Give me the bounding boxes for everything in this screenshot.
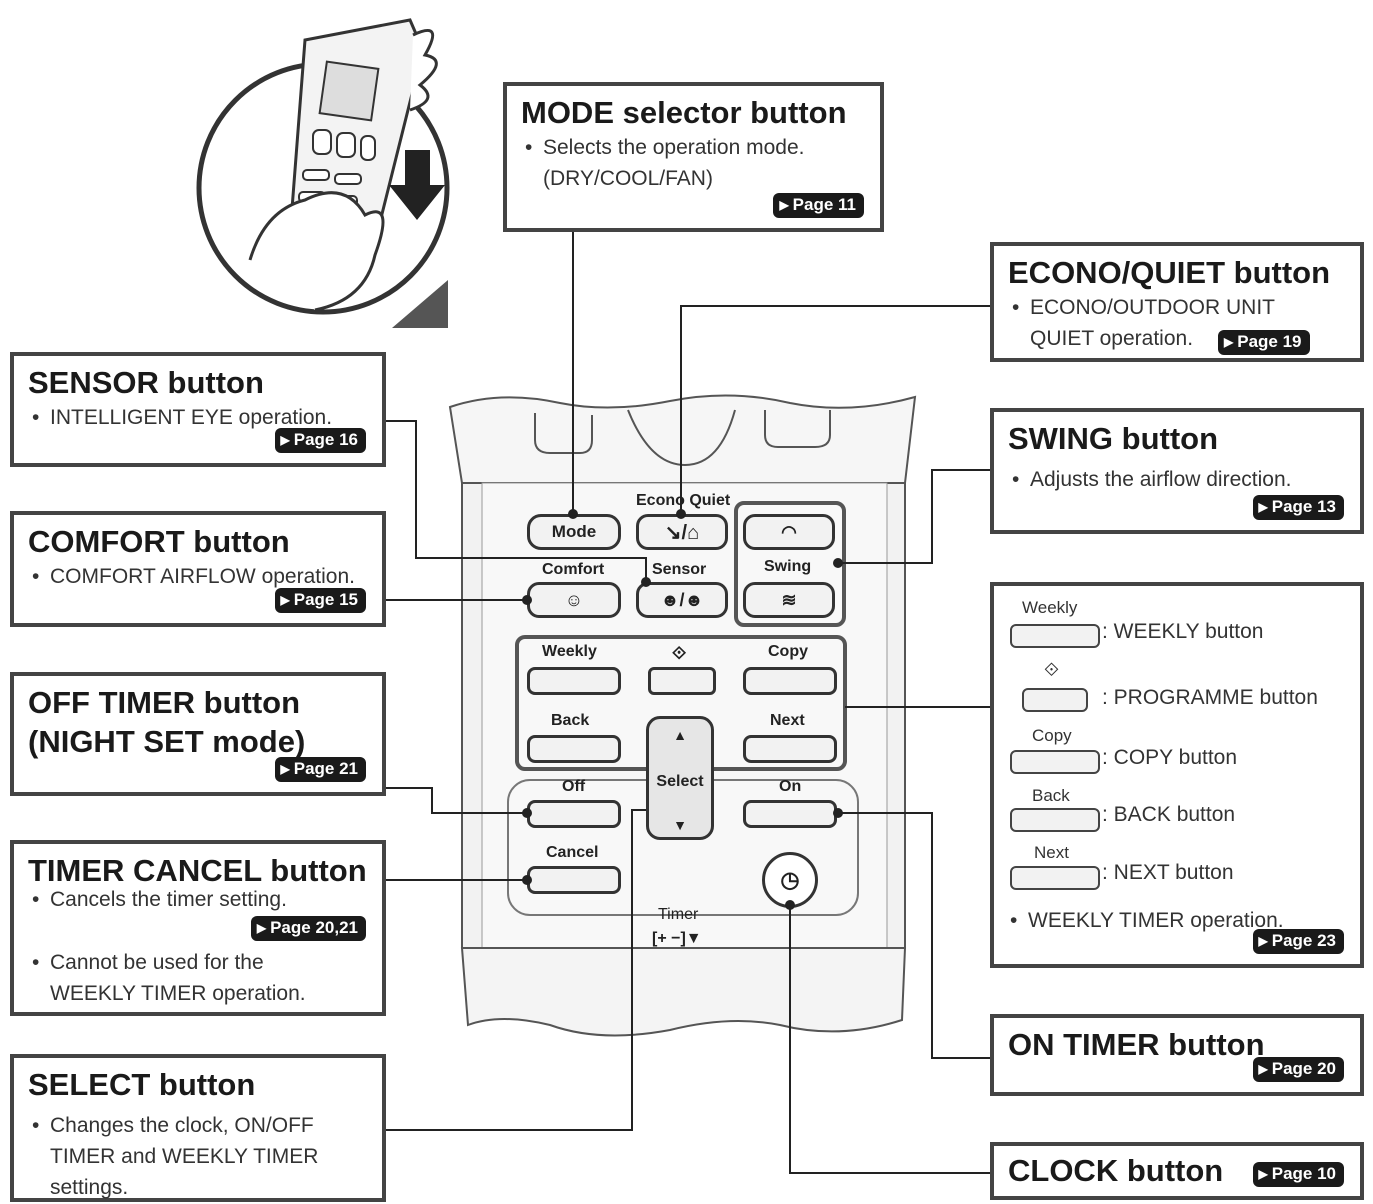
off-timer-title: OFF TIMER button	[28, 685, 301, 720]
remote-econo-quiet-button[interactable]: ↘/⌂	[636, 514, 728, 550]
econo-page-link[interactable]: Page 19	[1218, 330, 1310, 355]
weekly-desc: WEEKLY TIMER operation.	[1006, 906, 1284, 935]
sensor-page-link[interactable]: Page 16	[274, 428, 366, 453]
remote-copy-label: Copy	[768, 643, 808, 660]
remote-off-label: Off	[562, 778, 586, 795]
battery-icon: [+ −]▼	[652, 930, 702, 947]
sensor-callout: SENSOR button INTELLIGENT EYE operation.…	[10, 352, 386, 467]
cancel-page-link[interactable]: Page 20,21	[250, 916, 366, 941]
select-title: SELECT button	[28, 1067, 256, 1102]
select-desc-2: TIMER and WEEKLY TIMER	[50, 1145, 319, 1169]
econo-title: ECONO/QUIET button	[1008, 255, 1331, 290]
on-timer-callout: ON TIMER button Page 20	[990, 1014, 1364, 1096]
econo-desc: ECONO/OUTDOOR UNIT	[1008, 293, 1346, 322]
cancel-desc-2: Cannot be used for the	[28, 948, 368, 977]
select-up-icon: ▲	[673, 727, 687, 743]
remote-on-button[interactable]	[743, 800, 837, 828]
programme-item-label: ⟐	[1044, 660, 1059, 681]
remote-swing-label: Swing	[764, 558, 812, 575]
mode-selector-callout: MODE selector button Selects the operati…	[503, 82, 884, 232]
scroll-arrow-icon	[392, 280, 448, 328]
swing-title: SWING button	[1008, 421, 1219, 456]
remote-programme-label: ⟐	[672, 643, 687, 663]
timer-cancel-callout: TIMER CANCEL button Cancels the timer se…	[10, 840, 386, 1016]
remote-weekly-button[interactable]	[527, 667, 621, 695]
select-callout: SELECT button Changes the clock, ON/OFF …	[10, 1054, 386, 1202]
hand-remote-illustration	[196, 18, 450, 315]
comfort-title: COMFORT button	[28, 524, 290, 559]
off-timer-title-2: (NIGHT SET mode)	[28, 724, 306, 760]
remote-comfort-button[interactable]: ☺	[527, 582, 621, 618]
remote-programme-button[interactable]	[648, 667, 716, 695]
comfort-callout: COMFORT button COMFORT AIRFLOW operation…	[10, 511, 386, 627]
remote-on-label: On	[779, 778, 802, 795]
econo-quiet-callout: ECONO/QUIET button ECONO/OUTDOOR UNIT QU…	[990, 242, 1364, 362]
remote-next-label: Next	[770, 712, 805, 729]
next-button-icon	[1010, 866, 1100, 890]
remote-back-label: Back	[551, 712, 590, 729]
remote-cancel-label: Cancel	[546, 844, 599, 861]
comfort-page-link[interactable]: Page 15	[274, 588, 366, 613]
select-desc: Changes the clock, ON/OFF	[28, 1111, 368, 1140]
mode-desc: Selects the operation mode.	[521, 133, 866, 162]
remote-econo-quiet-label: Econo Quiet	[636, 492, 731, 509]
swing-desc: Adjusts the airflow direction.	[1008, 465, 1346, 494]
remote-copy-button[interactable]	[743, 667, 837, 695]
programme-button-icon	[1022, 688, 1088, 712]
remote-sensor-button[interactable]: ☻/☻	[636, 582, 728, 618]
remote-mode-button[interactable]: Mode	[527, 514, 621, 550]
remote-comfort-label: Comfort	[542, 561, 605, 578]
remote-body	[448, 394, 917, 1037]
on-timer-title: ON TIMER button	[1008, 1027, 1265, 1062]
remote-sensor-label: Sensor	[652, 561, 707, 578]
swing-page-link[interactable]: Page 13	[1252, 495, 1344, 520]
swing-callout: SWING button Adjusts the airflow directi…	[990, 408, 1364, 534]
back-item-label: Back	[1032, 786, 1070, 805]
sensor-desc: INTELLIGENT EYE operation.	[28, 403, 368, 432]
copy-item-desc: : COPY button	[1102, 746, 1238, 769]
weekly-page-link[interactable]: Page 23	[1252, 929, 1344, 954]
remote-next-button[interactable]	[743, 735, 837, 763]
cancel-title: TIMER CANCEL button	[28, 853, 367, 888]
back-button-icon	[1010, 808, 1100, 832]
sensor-title: SENSOR button	[28, 365, 264, 400]
clock-page-link[interactable]: Page 10	[1252, 1162, 1344, 1187]
cancel-desc-3: WEEKLY TIMER operation.	[50, 982, 306, 1006]
on-timer-page-link[interactable]: Page 20	[1252, 1057, 1344, 1082]
next-item-desc: : NEXT button	[1102, 861, 1234, 884]
select-desc-3: settings.	[50, 1176, 129, 1200]
select-label: Select	[656, 773, 704, 790]
remote-off-button[interactable]	[527, 800, 621, 828]
remote-swing-down-button[interactable]: ≋	[743, 582, 835, 618]
mode-title: MODE selector button	[521, 95, 847, 130]
weekly-item-desc: : WEEKLY button	[1102, 620, 1264, 643]
select-down-icon: ▼	[673, 817, 687, 833]
mode-page-link[interactable]: Page 11	[773, 193, 864, 218]
next-item-label: Next	[1034, 843, 1069, 862]
copy-item-label: Copy	[1032, 726, 1072, 745]
remote-timer-label: Timer	[658, 906, 699, 923]
weekly-callout: Weekly : WEEKLY button ⟐ : PROGRAMME but…	[990, 582, 1364, 968]
off-timer-callout: OFF TIMER button (NIGHT SET mode) Page 2…	[10, 672, 386, 796]
clock-callout: CLOCK button Page 10	[990, 1142, 1364, 1200]
copy-button-icon	[1010, 750, 1100, 774]
back-item-desc: : BACK button	[1102, 803, 1236, 826]
mode-desc-2: (DRY/COOL/FAN)	[543, 167, 713, 191]
econo-desc-2: QUIET operation.	[1030, 327, 1194, 351]
remote-weekly-label: Weekly	[542, 643, 597, 660]
remote-select-button[interactable]: ▲ Select ▼	[646, 716, 714, 840]
weekly-item-label: Weekly	[1022, 598, 1078, 617]
remote-clock-button[interactable]: ◷	[762, 852, 818, 908]
weekly-button-icon	[1010, 624, 1100, 648]
remote-swing-up-button[interactable]: ◠	[743, 514, 835, 550]
cancel-desc: Cancels the timer setting.	[28, 885, 368, 914]
off-timer-page-link[interactable]: Page 21	[274, 757, 366, 782]
remote-back-button[interactable]	[527, 735, 621, 763]
clock-title: CLOCK button	[1008, 1153, 1224, 1188]
comfort-desc: COMFORT AIRFLOW operation.	[28, 562, 368, 591]
programme-item-desc: : PROGRAMME button	[1102, 686, 1318, 709]
